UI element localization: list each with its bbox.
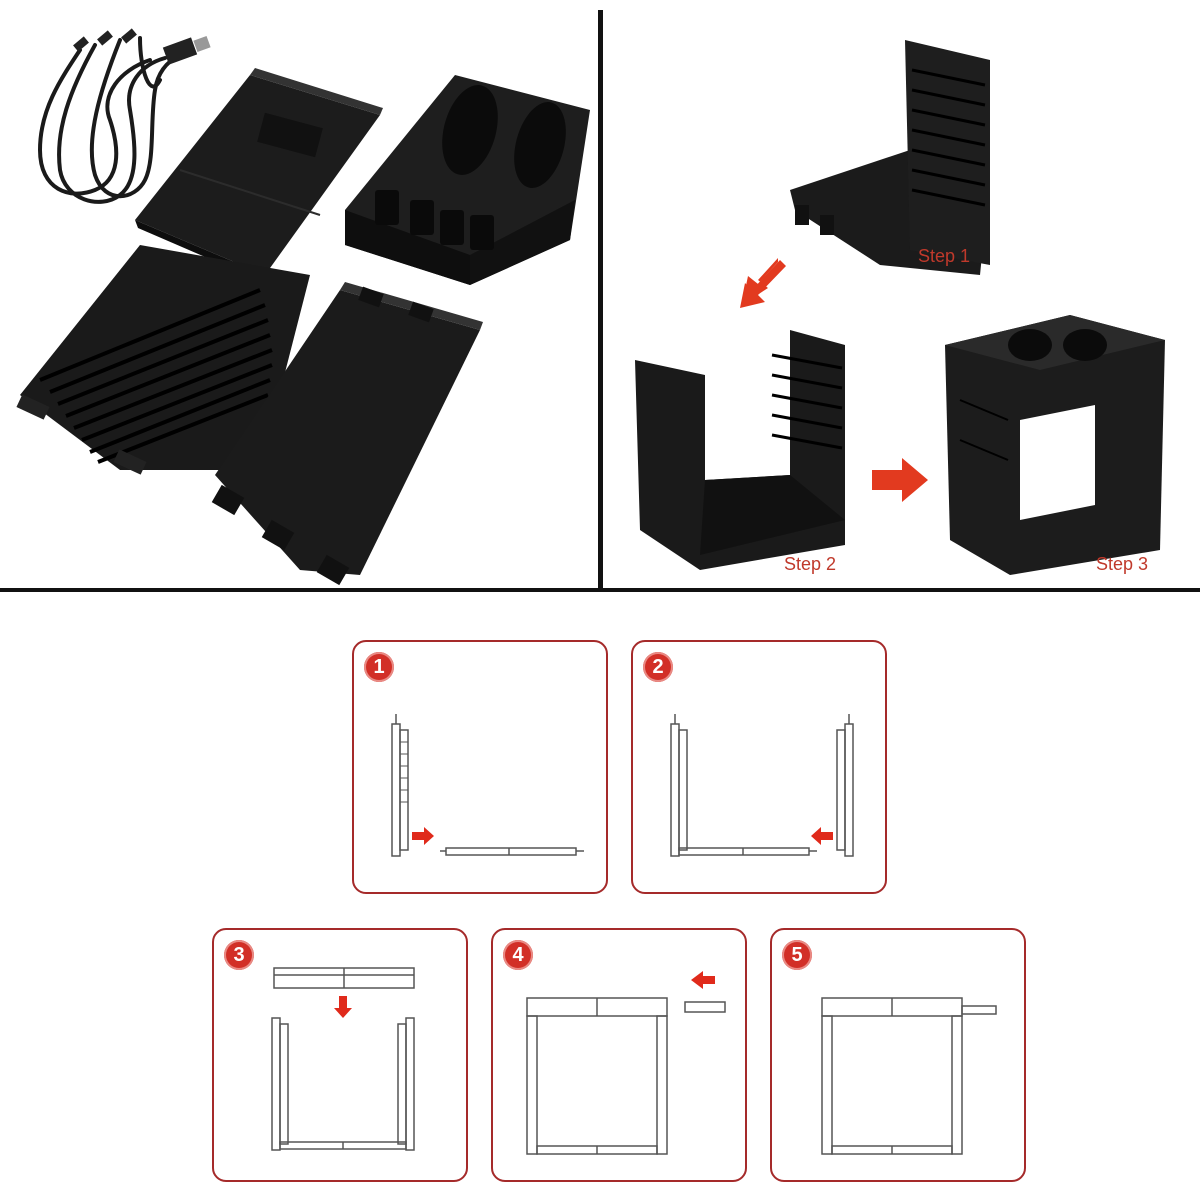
step-number-badge: 1	[364, 652, 394, 682]
side-panel-flat	[211, 282, 483, 586]
step1-l-piece	[790, 40, 990, 275]
step3-assembled-tower	[945, 315, 1165, 575]
diagram-panel-3: 3	[212, 928, 468, 1182]
assembly-steps-photo	[635, 40, 1165, 575]
panel-2-drawing	[670, 714, 854, 857]
diagram-panel-2: 2	[631, 640, 887, 894]
diagram-panel-4: 4	[491, 928, 747, 1182]
panel-1-drawing	[391, 714, 584, 857]
diagram-panel-5: 5	[770, 928, 1026, 1182]
section-divider-vertical	[598, 10, 603, 592]
step-number-badge: 3	[224, 940, 254, 970]
red-arrow	[691, 971, 715, 989]
step-3-label: Step 3	[1096, 554, 1149, 574]
usb-cable	[37, 36, 182, 204]
arrow-step2-to-step3	[872, 458, 928, 502]
step2-u-piece	[635, 330, 845, 570]
step-2-label: Step 2	[784, 554, 837, 574]
step-number-badge: 4	[503, 940, 533, 970]
red-arrow	[334, 996, 352, 1018]
disassembled-parts-photo	[16, 28, 590, 586]
panel-4-drawing	[526, 971, 726, 1155]
top-cover-panel	[135, 68, 383, 285]
disc-slot-panel	[16, 245, 310, 475]
step-number-badge: 2	[643, 652, 673, 682]
red-arrow	[412, 827, 434, 845]
red-arrow	[811, 827, 833, 845]
step-1-label: Step 1	[918, 246, 971, 266]
charging-dock-top	[345, 75, 590, 285]
panel-3-drawing	[271, 967, 415, 1151]
step-number-badge: 5	[782, 940, 812, 970]
panel-5-drawing	[821, 997, 997, 1155]
diagram-panel-1: 1	[352, 640, 608, 894]
